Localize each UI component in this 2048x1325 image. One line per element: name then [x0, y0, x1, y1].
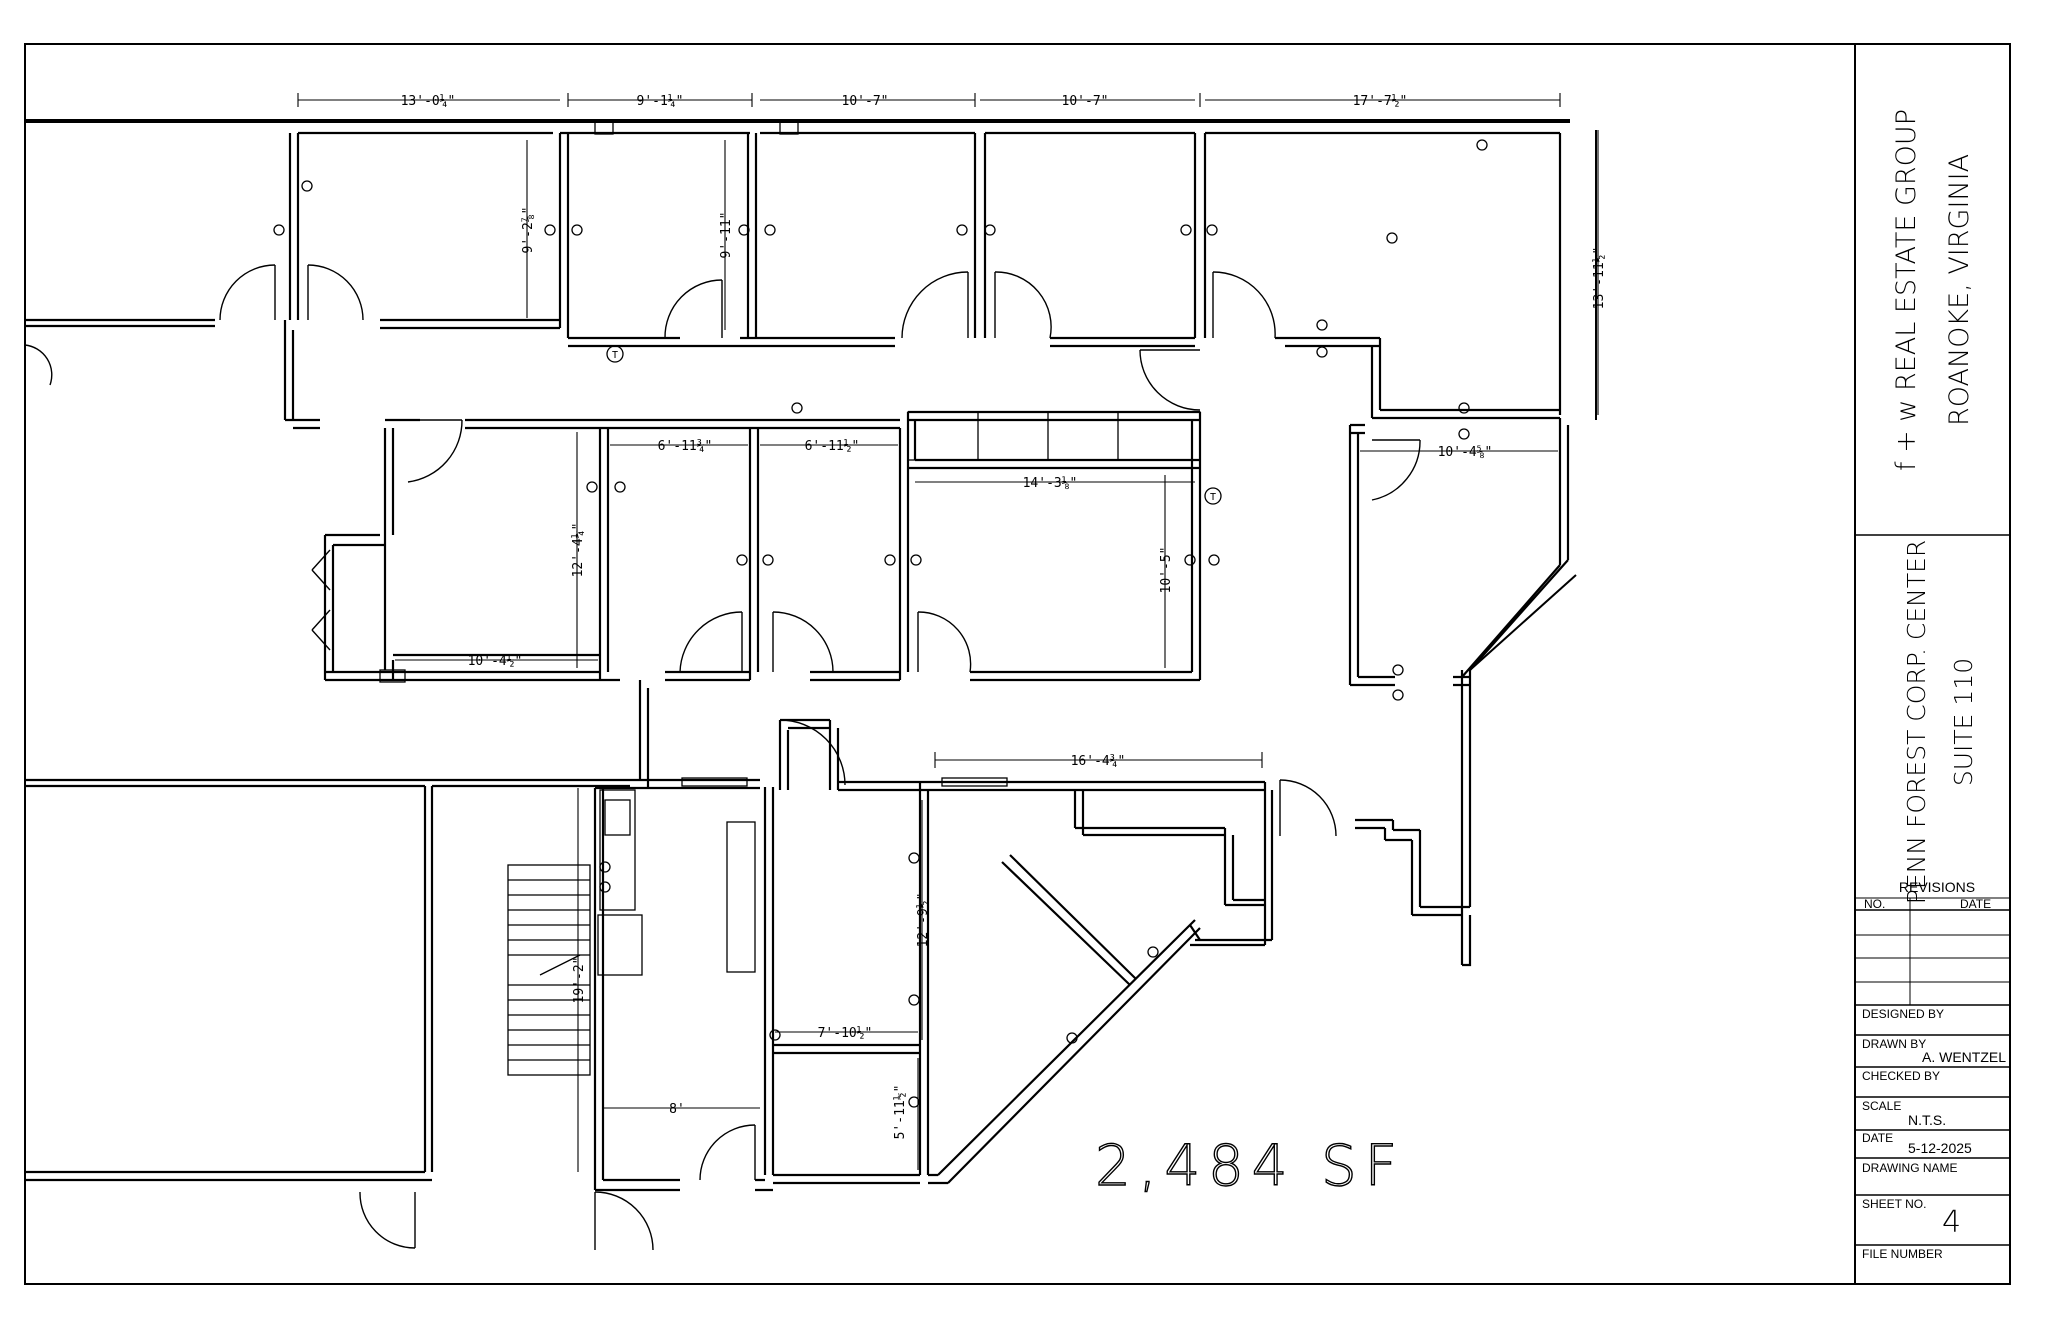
- dim-label: 10'-7": [842, 94, 889, 109]
- scale-value: N.T.S.: [1908, 1112, 1946, 1128]
- dim-label: 10'-7": [1062, 94, 1109, 109]
- dim-label: 5'-11½": [893, 1085, 908, 1140]
- exterior-diagonal-wall: [1469, 574, 1577, 671]
- company-name: f + w REAL ESTATE GROUP: [1891, 109, 1922, 471]
- floor-plan: T T 13': [24, 93, 1607, 1251]
- wall-east-wing: [1348, 418, 1570, 967]
- dim-label: 7'-10½": [818, 1026, 873, 1041]
- sheet-border: [24, 43, 2011, 1285]
- dim-label: 13'-0¼": [401, 94, 456, 109]
- dim-label: 9'-2⅞": [521, 207, 536, 254]
- dim-label: 12'-4¼": [571, 523, 586, 578]
- stairs: [507, 864, 591, 1076]
- dim-label: 10'-4⅝": [1438, 445, 1493, 460]
- wall-middle-row: [323, 410, 1202, 682]
- drawn-by-value: A. WENTZEL: [1922, 1049, 2006, 1065]
- checked-by-label: CHECKED BY: [1862, 1069, 1940, 1083]
- dim-label: 19'-2": [572, 957, 587, 1004]
- designed-by-label: DESIGNED BY: [1862, 1007, 1944, 1021]
- dim-label: 16'-4¾": [1071, 754, 1126, 769]
- drawn-by-label: DRAWN BY: [1862, 1037, 1926, 1051]
- drawing-name-label: DRAWING NAME: [1862, 1161, 1958, 1175]
- revisions-heading: REVISIONS: [1899, 879, 1975, 895]
- dim-label: 17'-7½": [1353, 94, 1408, 109]
- dim-label: 9'-11": [719, 212, 734, 259]
- outlet-symbols: [273, 139, 1488, 1108]
- wall-lower-area: [25, 680, 1274, 1192]
- dim-label: 6'-11½": [805, 439, 860, 454]
- sheet-no-label: SHEET NO.: [1862, 1197, 1926, 1211]
- thermostat-label: T: [612, 350, 618, 361]
- area-label: 2,484 SF: [1095, 1134, 1405, 1199]
- dim-label: 10'-5": [1159, 547, 1174, 594]
- dim-label: 10'-4½": [468, 654, 523, 669]
- dim-label: 14'-3⅛": [1023, 476, 1078, 491]
- wall-top-row: [25, 131, 1562, 430]
- dim-label: 9'-1¼": [637, 94, 684, 109]
- revisions-col-no: NO.: [1864, 897, 1885, 911]
- thermostat-label: T: [1210, 492, 1216, 503]
- file-number-label: FILE NUMBER: [1862, 1247, 1943, 1261]
- dim-label: 8': [669, 1102, 685, 1117]
- sheet-no-value: 4: [1942, 1205, 1961, 1240]
- dim-label: 12'-9½": [916, 893, 931, 948]
- date-value: 5-12-2025: [1908, 1140, 1972, 1156]
- scale-label: SCALE: [1862, 1099, 1901, 1113]
- kitchen-fixtures: [379, 121, 1201, 976]
- dimension-labels: 13'-0¼" 9'-1¼" 10'-7" 10'-7" 17'-7½" 9'-…: [401, 94, 1607, 1139]
- dimension-lines: [297, 93, 1599, 1172]
- door-swings: [24, 264, 1421, 1251]
- dim-label: 6'-11¾": [658, 439, 713, 454]
- dim-label: 13'-11½": [1592, 247, 1607, 310]
- company-location: ROANOKE, VIRGINIA: [1944, 154, 1975, 426]
- revisions-col-date: DATE: [1960, 897, 1991, 911]
- thermostat-symbols: T T: [606, 345, 1222, 505]
- project-name: PENN FOREST CORP. CENTER: [1902, 540, 1931, 905]
- title-block: f + w REAL ESTATE GROUP ROANOKE, VIRGINI…: [1854, 44, 2010, 1284]
- date-label: DATE: [1862, 1131, 1893, 1145]
- suite-number: SUITE 110: [1949, 658, 1978, 786]
